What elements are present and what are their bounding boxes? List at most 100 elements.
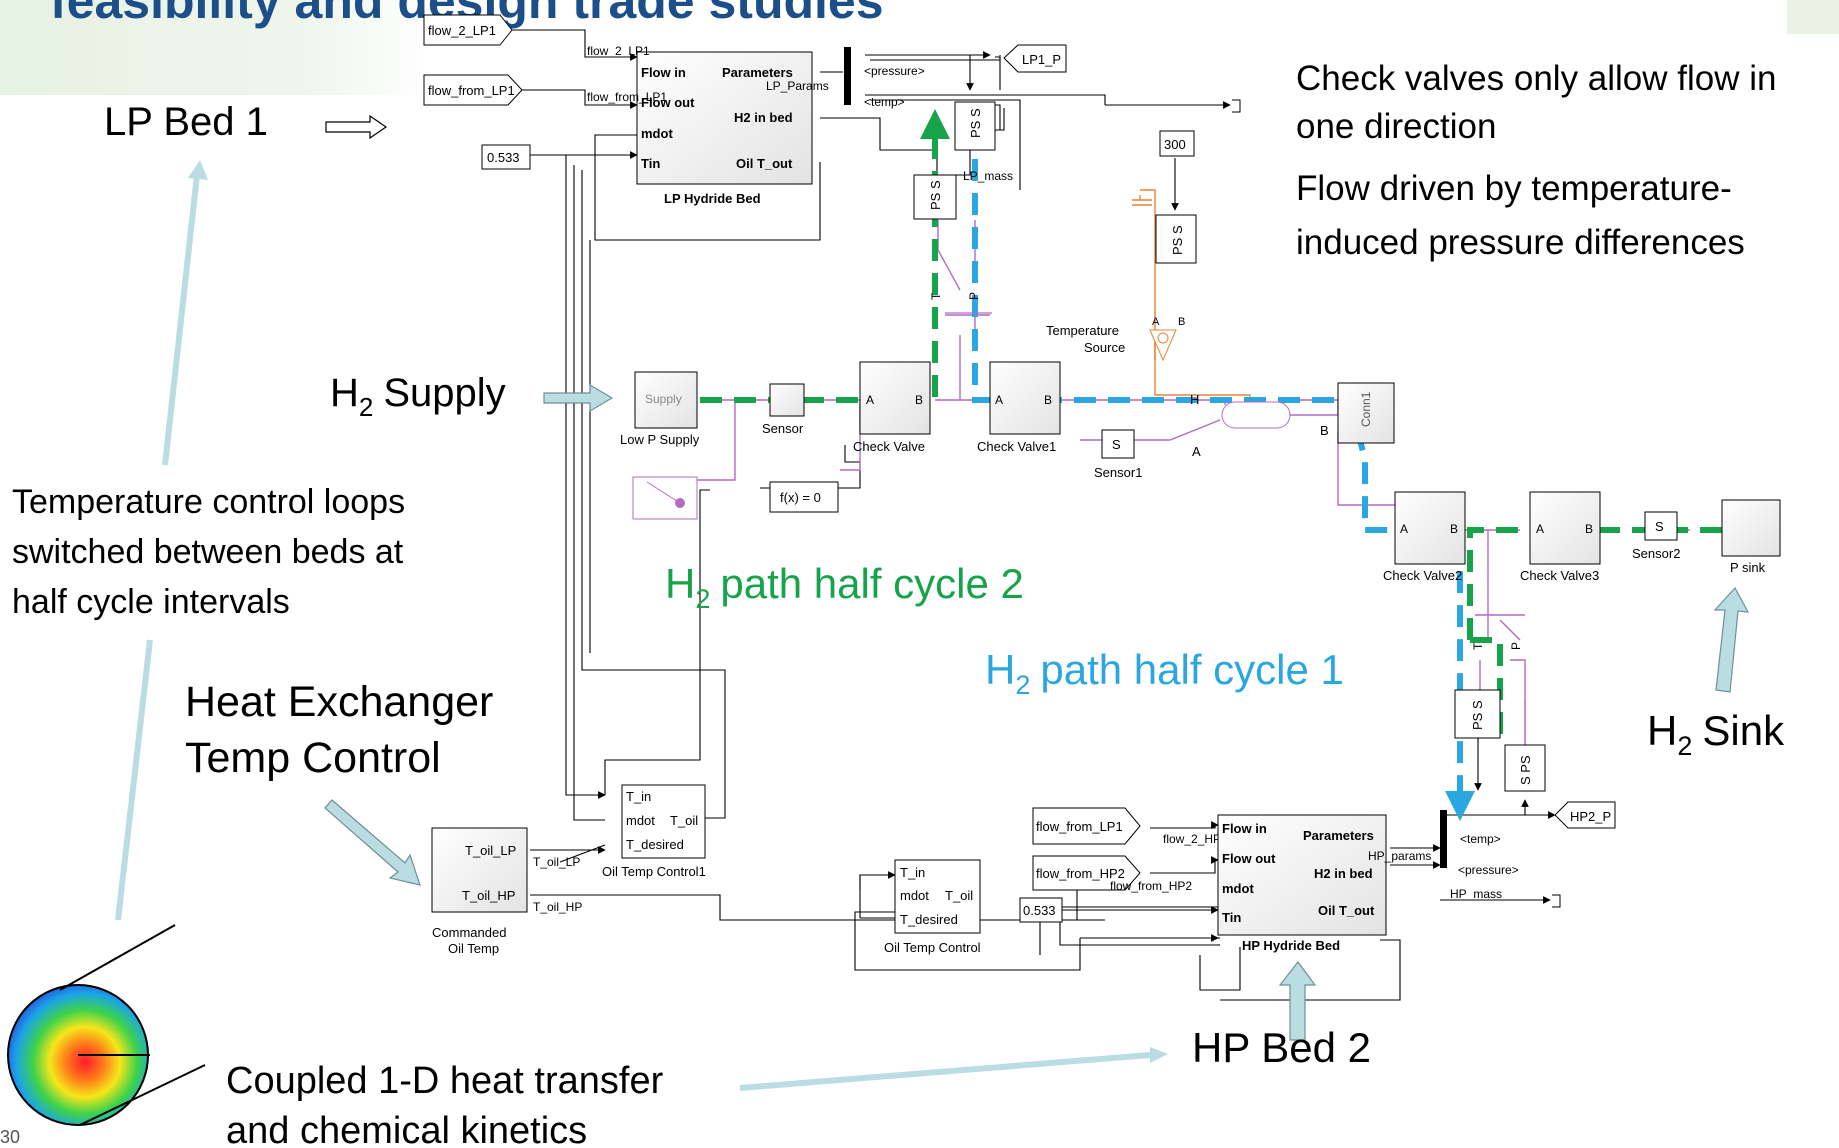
- svg-text:B: B: [1320, 423, 1329, 438]
- conn1-block[interactable]: Conn1: [1337, 382, 1395, 444]
- svg-text:T_oil: T_oil: [945, 888, 973, 903]
- svg-text:flow_2_LP1: flow_2_LP1: [428, 23, 496, 38]
- check-valve-block[interactable]: A B Check Valve: [853, 361, 931, 454]
- sig-flow-from-hp2: flow_from_HP2: [1110, 879, 1192, 893]
- s-ps-converter-right[interactable]: S PS: [1504, 744, 1546, 792]
- slide-corner-tile: [1787, 0, 1839, 34]
- check-valve3-block[interactable]: A B Check Valve3: [1520, 491, 1601, 583]
- svg-text:T_oil_LP: T_oil_LP: [465, 843, 516, 858]
- sensor2-block[interactable]: S Sensor2: [1632, 511, 1680, 561]
- coupled-note-line1: Coupled 1-D heat transfer: [226, 1060, 664, 1102]
- tag-hp2-p[interactable]: HP2_P: [1554, 801, 1616, 829]
- svg-text:H2 in bed: H2 in bed: [734, 110, 793, 125]
- svg-text:flow_from_LP1: flow_from_LP1: [428, 83, 515, 98]
- heat-exchanger-label-line1: Heat Exchanger: [185, 678, 493, 726]
- svg-text:Parameters: Parameters: [1303, 828, 1374, 843]
- bus-pressure-label: <pressure>: [864, 64, 925, 78]
- terminator-hp[interactable]: [1552, 894, 1561, 908]
- const-hp-block[interactable]: 0.533: [1019, 897, 1063, 923]
- svg-text:T_desired: T_desired: [626, 837, 684, 852]
- bus-temp-label: <temp>: [864, 95, 905, 109]
- const-300-block[interactable]: 300: [1159, 130, 1195, 157]
- svg-text:HP2_P: HP2_P: [1570, 809, 1611, 824]
- svg-text:Parameters: Parameters: [722, 65, 793, 80]
- coupled-note-line2: and chemical kinetics: [226, 1110, 587, 1148]
- ps-s-converter-temp[interactable]: PS S: [1155, 214, 1197, 264]
- svg-text:LP1_P: LP1_P: [1022, 52, 1061, 67]
- pressure-temp-sensor-junction[interactable]: T P: [929, 292, 992, 314]
- check-valve1-block[interactable]: A B Check Valve1: [977, 361, 1061, 454]
- callout-arrows: [324, 114, 1750, 1041]
- sensor-block[interactable]: Sensor: [762, 383, 805, 436]
- ps-s-converter-left[interactable]: PS S: [913, 174, 957, 220]
- svg-text:Oil Temp: Oil Temp: [448, 941, 499, 956]
- svg-text:Tin: Tin: [1222, 910, 1241, 925]
- tag-flow-from-lp1-hp[interactable]: flow_from_LP1: [1032, 807, 1141, 845]
- pipe-heat-exchanger[interactable]: H A B: [1190, 392, 1329, 459]
- flow-driven-note-line1: Flow driven by temperature-: [1296, 169, 1732, 208]
- temp-loops-note-line2: switched between beds at: [12, 533, 404, 571]
- tag-lp1-p[interactable]: LP1_P: [1003, 44, 1067, 73]
- bus-selector-hp[interactable]: [1440, 810, 1447, 868]
- svg-text:A: A: [995, 393, 1003, 407]
- svg-text:T_oil: T_oil: [670, 813, 698, 828]
- svg-text:0.533: 0.533: [487, 150, 520, 165]
- sig-flow-2-lp1: flow_2_LP1: [587, 44, 650, 58]
- svg-text:PS S: PS S: [928, 180, 943, 210]
- svg-text:P: P: [1509, 642, 1523, 650]
- oil-temp-control-block[interactable]: T_in mdot T_oil T_desired Oil Temp Contr…: [884, 859, 981, 955]
- hp-hydride-bed-block[interactable]: Flow in Flow out mdot Tin Parameters H2 …: [1217, 814, 1387, 953]
- bus-selector-lp[interactable]: [844, 47, 851, 105]
- svg-text:Sensor: Sensor: [762, 421, 804, 436]
- p-sink-block[interactable]: P sink: [1721, 499, 1781, 575]
- bus-temp-label-hp: <temp>: [1460, 832, 1501, 846]
- svg-text:Sensor1: Sensor1: [1094, 465, 1142, 480]
- terminator-lp[interactable]: [1232, 99, 1241, 113]
- svg-text:P: P: [967, 292, 981, 300]
- sig-t-oil-lp: T_oil_LP: [533, 855, 580, 869]
- svg-text:Flow out: Flow out: [641, 95, 695, 110]
- svg-text:Commanded: Commanded: [432, 925, 506, 940]
- const-lp-block[interactable]: 0.533: [481, 144, 531, 170]
- svg-text:mdot: mdot: [626, 813, 655, 828]
- ps-s-converter-top[interactable]: PS S: [954, 101, 996, 151]
- tag-flow-2-lp1[interactable]: flow_2_LP1: [423, 14, 513, 46]
- svg-text:B: B: [1450, 522, 1458, 536]
- svg-text:B: B: [915, 393, 923, 407]
- svg-text:LP Hydride Bed: LP Hydride Bed: [664, 191, 761, 206]
- callout-lines: [115, 174, 1151, 1091]
- svg-text:Oil Temp Control: Oil Temp Control: [884, 940, 981, 955]
- sensor1-block[interactable]: S Sensor1: [1094, 429, 1142, 480]
- svg-text:T: T: [929, 292, 943, 300]
- hp-mass-label: HP_mass: [1450, 887, 1502, 901]
- oil-temp-control1-block[interactable]: T_in mdot T_oil T_desired Oil Temp Contr…: [602, 784, 706, 879]
- check-valve2-block[interactable]: A B Check Valve2: [1383, 491, 1466, 583]
- pressure-temp-sensor-junction-right[interactable]: T P: [1471, 642, 1523, 650]
- commanded-oil-temp-block[interactable]: T_oil_LP T_oil_HP Commanded Oil Temp: [431, 827, 528, 956]
- flow-driven-note-line2: induced pressure differences: [1296, 223, 1745, 262]
- svg-text:T_desired: T_desired: [900, 912, 958, 927]
- tag-flow-from-lp1[interactable]: flow_from_LP1: [423, 74, 523, 106]
- sig-flow-from-lp1: flow_from_LP1: [587, 90, 667, 104]
- svg-text:B: B: [1178, 316, 1185, 328]
- lp-mass-label: LP_mass: [963, 169, 1013, 183]
- lp-hydride-bed-block[interactable]: Flow in Flow out mdot Tin Parameters H2 …: [636, 51, 813, 206]
- solver-config-block[interactable]: [632, 476, 698, 520]
- heat-exchanger-label-line2: Temp Control: [185, 734, 441, 782]
- sig-lp-params: LP_Params: [766, 79, 829, 93]
- svg-text:Source: Source: [1084, 340, 1125, 355]
- svg-text:mdot: mdot: [1222, 881, 1254, 896]
- svg-text:S: S: [1112, 437, 1121, 452]
- hp-bed-2-label: HP Bed 2: [1192, 1024, 1371, 1071]
- temperature-source-block[interactable]: Temperature Source A B: [1046, 316, 1185, 362]
- tag-flow-from-hp2[interactable]: flow_from_HP2: [1032, 855, 1141, 891]
- fx0-block[interactable]: f(x) = 0: [769, 481, 839, 513]
- check-valves-note-line2: one direction: [1296, 107, 1496, 146]
- sig-hp-params: HP_params: [1368, 849, 1431, 863]
- ps-s-converter-right[interactable]: PS S: [1454, 689, 1501, 739]
- low-p-supply-block[interactable]: Supply Low P Supply: [620, 371, 700, 447]
- sig-flow-2-hp2: flow_2_HP2: [1163, 832, 1228, 846]
- slide-header-bar: [0, 0, 430, 95]
- svg-text:B: B: [1585, 522, 1593, 536]
